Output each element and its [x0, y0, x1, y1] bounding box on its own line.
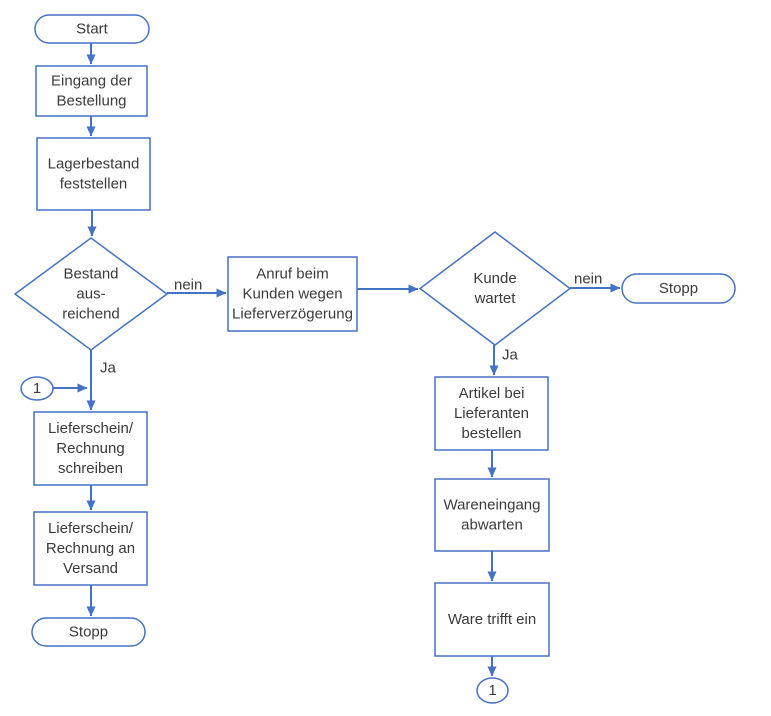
node-kunde-wartet: Kunde wartet [418, 231, 572, 346]
node-bestand-ausreichend: Bestand aus-reichend [13, 237, 169, 351]
edge-label-bestand-zu-anruf: nein [174, 277, 202, 294]
node-label-line: Lieferanten [454, 405, 529, 422]
node-label-line: Wareneingang [443, 497, 540, 514]
process-shape [36, 137, 151, 211]
node-lieferschein-versand: Lieferschein/Rechnung an Versand [33, 511, 148, 586]
terminator-shape [34, 14, 150, 44]
process-shape [434, 582, 550, 657]
node-label-line: Lieferschein/ [48, 520, 134, 537]
node-label-line: wartet [474, 290, 517, 307]
node-label-line: aus- [76, 286, 105, 303]
node-lieferschein-schreiben: Lieferschein/Rechnung schreiben [33, 411, 148, 486]
node-label-line: Lagerbestand [48, 156, 140, 173]
node-label-line: Stopp [659, 280, 698, 297]
edge-label-kunde-zu-stopp: nein [574, 271, 602, 288]
node-wareneingang-abwarten: Wareneingang abwarten [434, 478, 550, 552]
node-label-line: schreiben [58, 460, 123, 477]
node-label-line: Bestellung [56, 93, 126, 110]
terminator-shape [31, 617, 146, 647]
node-stopp-links: Stopp [31, 617, 146, 647]
node-label-line: 1 [33, 380, 41, 397]
process-shape [33, 411, 148, 486]
node-label-line: bestellen [461, 425, 521, 442]
edge-label-kunde-zu-artikel: Ja [502, 347, 519, 364]
process-shape [227, 256, 358, 332]
edge-kunde-zu-stopp: nein [570, 271, 621, 293]
node-label-line: Ware trifft ein [448, 611, 536, 628]
node-label-line: Artikel bei [459, 385, 525, 402]
node-label-line: reichend [62, 306, 120, 323]
node-connector-1-links: 1 [20, 376, 54, 401]
process-shape [434, 376, 549, 451]
node-label-line: Stopp [69, 624, 108, 641]
node-label-line: Eingang der [51, 73, 132, 90]
edge-kunde-zu-artikel: Ja [489, 345, 519, 376]
terminator-shape [621, 273, 736, 304]
decision-shape [13, 237, 169, 351]
edge-bestand-ja-zu-lieferschein: Ja [86, 350, 117, 411]
node-label-line: Rechnung an [46, 540, 135, 557]
node-label-line: feststellen [60, 176, 128, 193]
node-lagerbestand-feststellen: Lagerbestand feststellen [36, 137, 151, 211]
process-shape [33, 511, 148, 586]
edge-bestand-zu-anruf: nein [167, 277, 227, 298]
node-label-line: abwarten [461, 517, 523, 534]
edge-label-bestand-ja-zu-lieferschein: Ja [100, 360, 117, 377]
node-label-line: 1 [488, 682, 496, 699]
node-label-line: Kunden wegen [242, 286, 342, 303]
node-label-line: Bestand [63, 266, 118, 283]
node-stopp-rechts: Stopp [621, 273, 736, 304]
node-label-line: Lieferverzögerung [232, 306, 353, 323]
decision-shape [418, 231, 572, 346]
process-shape [434, 478, 550, 552]
node-start: Start [34, 14, 150, 44]
node-label-line: Kunde [473, 270, 516, 287]
node-label-line: Lieferschein/ [48, 420, 134, 437]
node-label-line: Anruf beim [256, 266, 329, 283]
node-connector-1-unten: 1 [476, 677, 509, 704]
connector-shape [20, 376, 54, 401]
node-label-line: Start [76, 21, 109, 38]
connector-shape [476, 677, 509, 704]
node-label-line: Versand [63, 560, 118, 577]
node-ware-trifft-ein: Ware trifft ein [434, 582, 550, 657]
node-label-line: Rechnung [56, 440, 124, 457]
process-shape [35, 65, 148, 117]
